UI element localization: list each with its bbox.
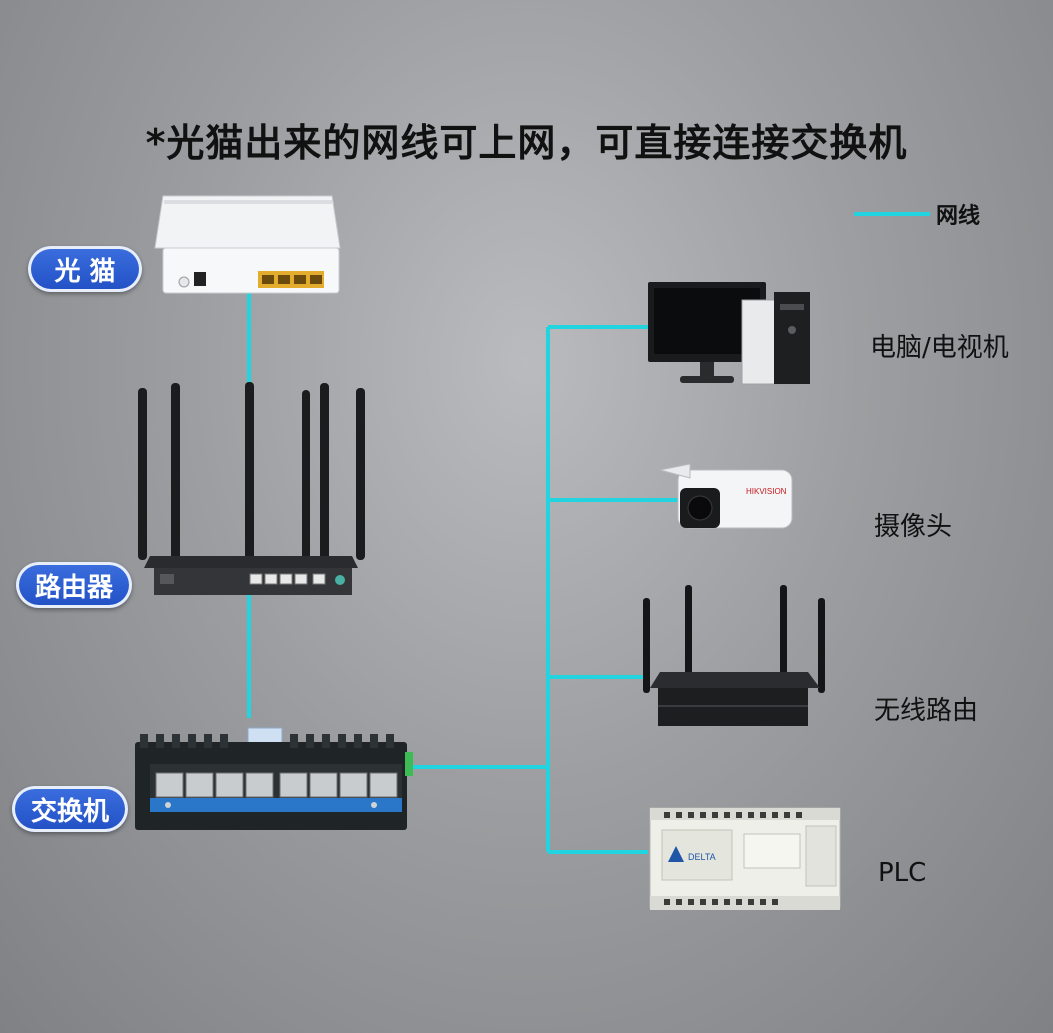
optical-modem-icon xyxy=(154,195,341,294)
label-camera: 摄像头 xyxy=(874,512,953,542)
legend-label: 网线 xyxy=(936,204,981,229)
router-icon xyxy=(138,382,365,595)
computer-icon xyxy=(648,282,811,385)
camera-icon: HIKVISION xyxy=(659,463,793,529)
label-optical-modem: 光 猫 xyxy=(28,246,142,292)
legend-line-swatch xyxy=(854,212,930,216)
cable-lines xyxy=(247,292,678,854)
page-title: *光猫出来的网线可上网，可直接连接交换机 xyxy=(145,121,908,165)
plc-brand-text: DELTA xyxy=(688,852,716,862)
plc-icon: DELTA xyxy=(649,807,841,910)
label-computer-tv: 电脑/电视机 xyxy=(870,333,1009,363)
legend: 网线 xyxy=(854,198,980,230)
camera-brand-text: HIKVISION xyxy=(746,487,787,496)
industrial-switch-icon xyxy=(135,727,413,830)
label-wifi-router: 无线路由 xyxy=(874,696,979,726)
label-router: 路由器 xyxy=(16,562,132,608)
label-switch: 交换机 xyxy=(12,786,128,832)
wifi-router-icon xyxy=(643,585,825,726)
label-plc: PLC xyxy=(878,858,927,888)
